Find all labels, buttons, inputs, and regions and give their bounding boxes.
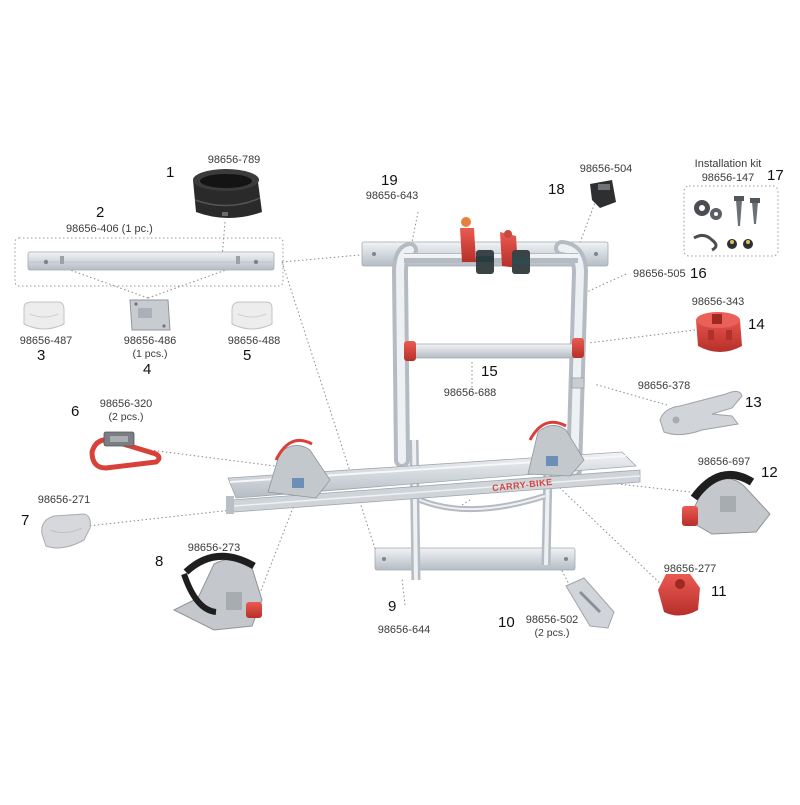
part-7-code: 98656-271 xyxy=(37,494,91,506)
part-10-code: 98656-502(2 pcs.) xyxy=(525,614,579,639)
part-6-code: 98656-320(2 pcs.) xyxy=(99,398,153,423)
part-2-code: 98656-406 (1 pc.) xyxy=(66,223,153,235)
part-5-number: 5 xyxy=(243,347,252,364)
part-13-code: 98656-378 xyxy=(637,380,691,392)
part-16-code: 98656-505 xyxy=(633,268,686,280)
part-18-code: 98656-504 xyxy=(579,163,633,175)
part-18-black-bracket xyxy=(590,180,616,208)
part-2-upper-rail xyxy=(14,237,284,287)
part-1-code: 98656-789 xyxy=(207,154,261,166)
part-8-wheel-holder xyxy=(172,552,263,631)
part-13-number: 13 xyxy=(745,394,762,411)
part-5-code: 98656-488 xyxy=(227,335,281,347)
part-3-number: 3 xyxy=(37,347,46,364)
part-14-number: 14 xyxy=(748,316,765,333)
part-19-code: 98656-643 xyxy=(365,190,419,202)
mounted-wheel-holder-left xyxy=(267,439,331,499)
part-5-right-end-cap xyxy=(231,301,273,330)
part-9-number: 9 xyxy=(388,598,397,615)
part-10-slotted-bracket xyxy=(565,577,615,629)
part-8-number: 8 xyxy=(155,553,164,570)
part-6-number: 6 xyxy=(71,403,80,420)
part-18-number: 18 xyxy=(548,181,565,198)
part-8-code: 98656-273 xyxy=(187,542,241,554)
part-17-installation-kit xyxy=(683,185,779,257)
part-2-number: 2 xyxy=(96,204,105,221)
part-10-number: 10 xyxy=(498,614,515,631)
part-1-number: 1 xyxy=(166,164,175,181)
part-4-code: 98656-486(1 pcs.) xyxy=(123,335,177,360)
main-bike-carrier-frame xyxy=(361,217,609,581)
part-11-code: 98656-277 xyxy=(663,563,717,575)
part-12-wheel-holder xyxy=(682,470,771,535)
part-11-number: 11 xyxy=(711,583,727,600)
part-12-number: 12 xyxy=(761,464,778,481)
part-16-number: 16 xyxy=(690,265,707,282)
part-15-code: 98656-688 xyxy=(443,387,497,399)
mounted-wheel-holder-right xyxy=(527,420,585,477)
part-17-number: 17 xyxy=(767,167,784,184)
part-6-red-strap xyxy=(89,431,162,471)
part-13-fork-bracket xyxy=(659,390,743,436)
part-4-number: 4 xyxy=(143,361,152,378)
part-15-number: 15 xyxy=(481,363,498,380)
part-14-code: 98656-343 xyxy=(691,296,745,308)
part-7-rail-end-cap xyxy=(41,513,91,549)
part-9-code: 98656-644 xyxy=(377,624,431,636)
part-11-red-knob xyxy=(658,574,700,616)
part-3-code: 98656-487 xyxy=(19,335,73,347)
part-1-rubber-strap xyxy=(193,169,262,218)
part-4-mounting-plate xyxy=(129,299,171,331)
part-7-number: 7 xyxy=(21,512,30,529)
part-3-left-end-cap xyxy=(23,301,65,330)
part-14-red-cylinder-clamp xyxy=(696,312,742,352)
part-12-code: 98656-697 xyxy=(697,456,751,468)
part-19-number: 19 xyxy=(381,172,398,189)
